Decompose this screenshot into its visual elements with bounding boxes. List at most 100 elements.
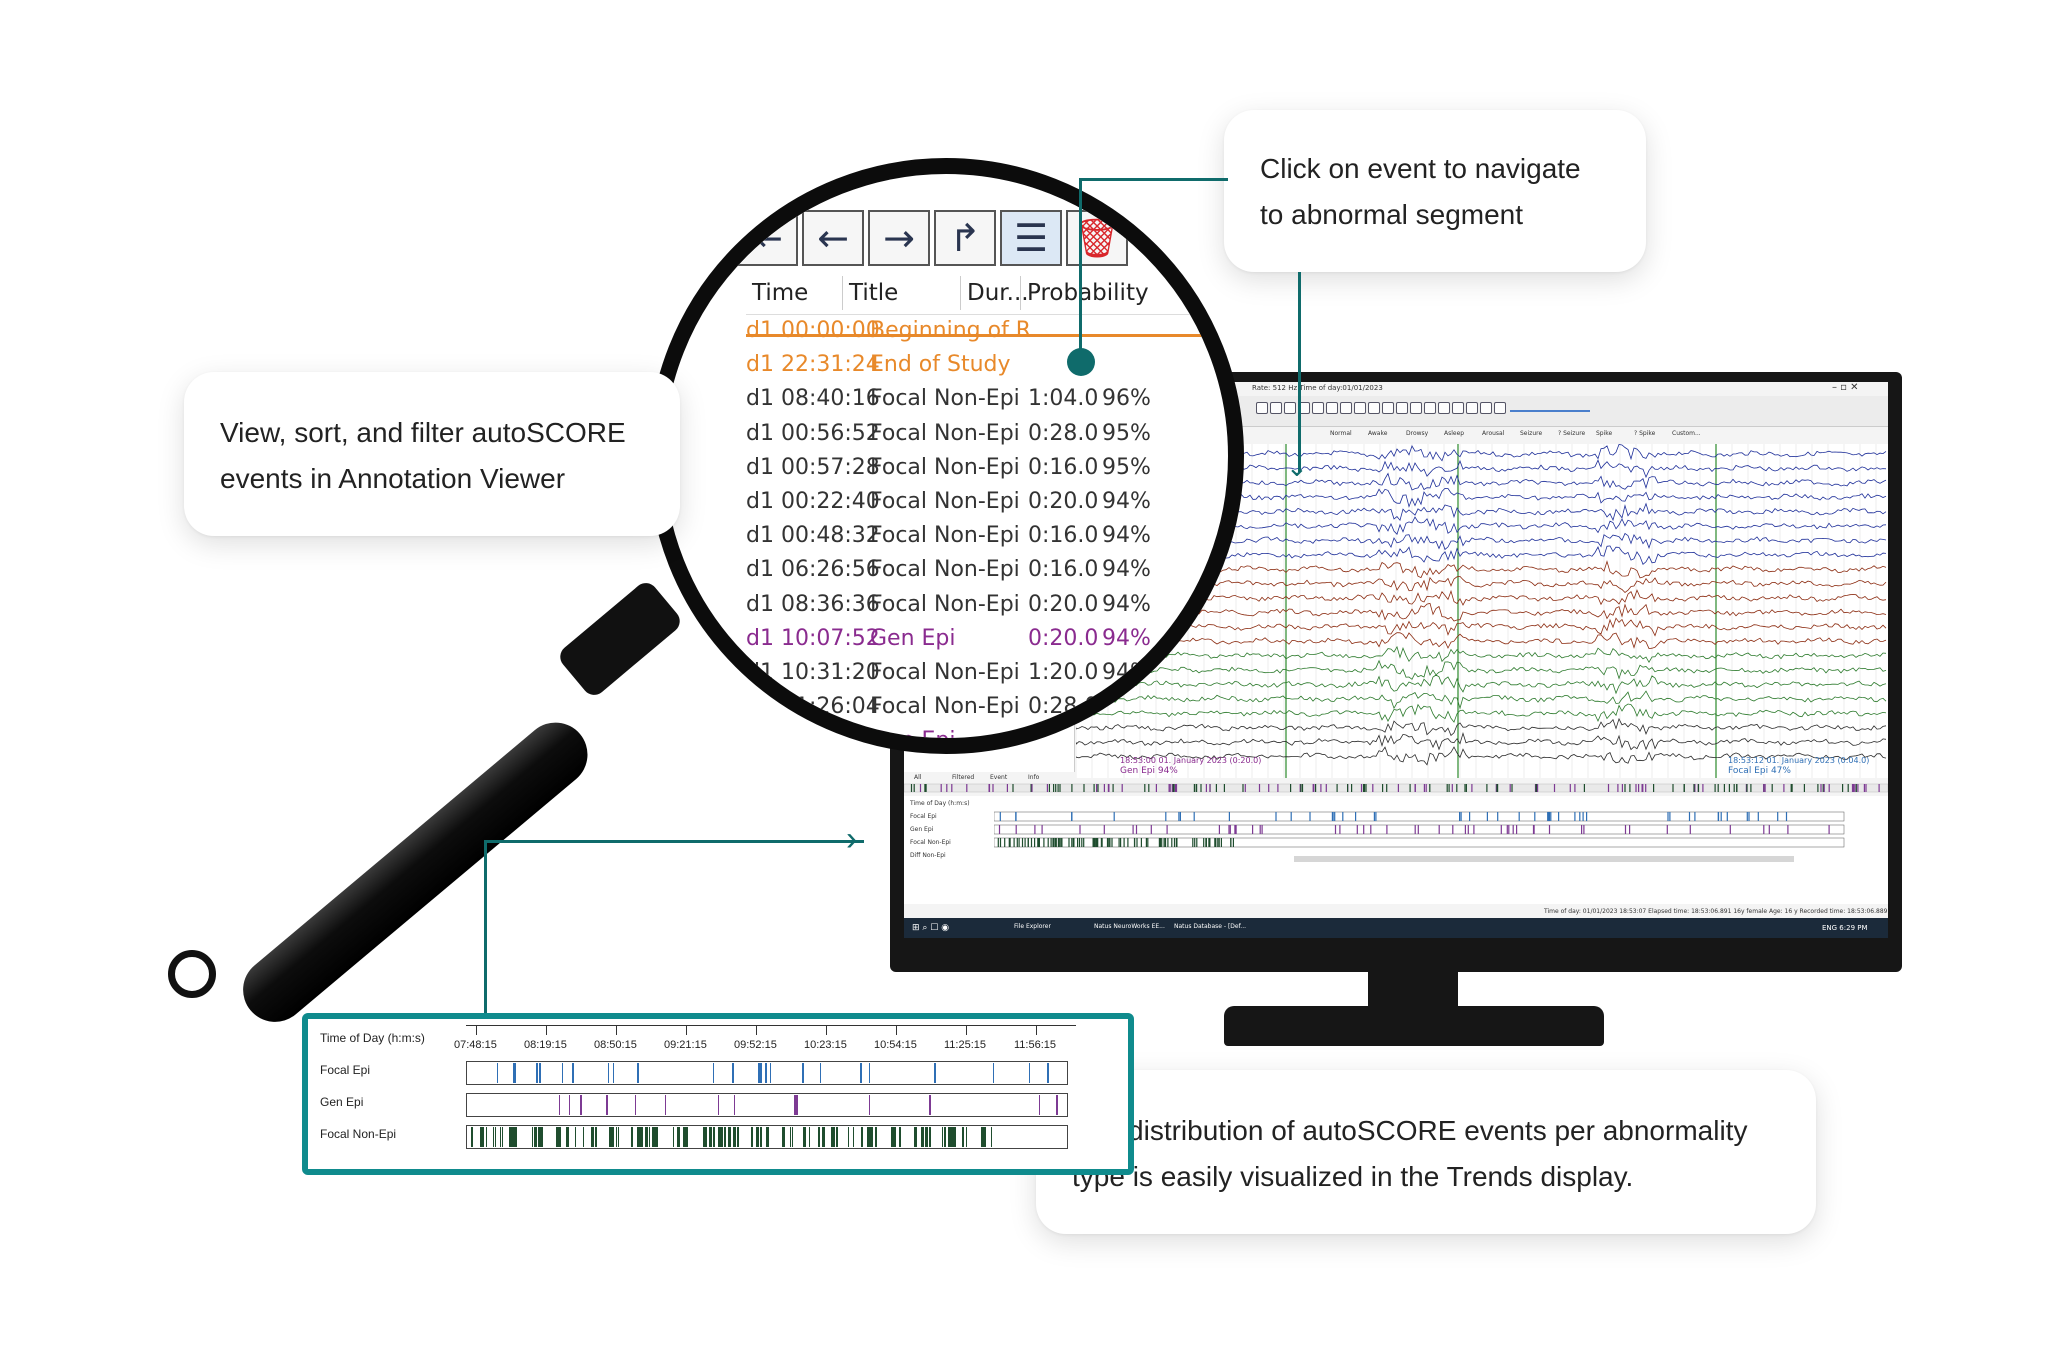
table-row[interactable]: d1 11:...Gen Epi0:20.09...: [684, 724, 1228, 738]
trend-event-mark: [617, 1127, 619, 1147]
toolbar-small-icon[interactable]: [1438, 402, 1450, 414]
overview-event-mark: [1733, 784, 1735, 792]
overview-scrollbar[interactable]: [904, 782, 1888, 794]
list-tab[interactable]: Info: [1028, 774, 1040, 781]
stage-button[interactable]: ? Seizure: [1558, 430, 1586, 437]
mini-trend-mark: [1016, 838, 1018, 847]
trend-track[interactable]: [466, 1125, 1068, 1149]
stage-button[interactable]: Drowsy: [1406, 430, 1429, 437]
trend-tick-mark: [616, 1025, 617, 1035]
list-tab[interactable]: Filtered: [952, 774, 975, 781]
row-probability: 94%: [1102, 694, 1151, 720]
window-title: Rate: 512 Hz Time of day:01/01/2023: [1252, 384, 1383, 392]
trend-event-mark: [920, 1127, 924, 1147]
column-header-0[interactable]: Time: [752, 280, 809, 306]
window-controls-icon[interactable]: – ▫ ✕: [1832, 382, 1859, 393]
trend-track[interactable]: [466, 1093, 1068, 1117]
trend-event-mark: [868, 1095, 871, 1115]
mini-trend-mark: [1101, 838, 1103, 847]
stage-button[interactable]: Asleep: [1444, 430, 1465, 437]
trend-event-mark: [836, 1127, 838, 1147]
forward-arrow-icon[interactable]: →: [868, 210, 930, 266]
trend-event-mark: [760, 1127, 762, 1147]
toolbar-small-icon[interactable]: [1382, 402, 1394, 414]
taskbar-item[interactable]: Natus NeuroWorks EE...: [1094, 923, 1165, 930]
overview-event-mark: [1446, 784, 1448, 792]
overview-event-mark: [1112, 784, 1114, 792]
toolbar-small-icon[interactable]: [1354, 402, 1366, 414]
toolbar-small-icon[interactable]: [1326, 402, 1338, 414]
trend-track-label: Focal Non-Epi: [320, 1127, 397, 1141]
toolbar-small-icon[interactable]: [1452, 402, 1464, 414]
overview-event-mark: [1103, 784, 1105, 792]
stage-button[interactable]: Spike: [1596, 430, 1613, 437]
stage-button[interactable]: Normal: [1330, 430, 1352, 437]
list-tab[interactable]: All: [914, 774, 922, 781]
redo-arrow-icon[interactable]: ↱: [934, 210, 996, 266]
start-icon[interactable]: ⊞ ⌕ ☐ ◉: [912, 923, 950, 933]
trends-time-label: Time of Day (h:m:s): [320, 1031, 425, 1045]
overview-event-mark: [1012, 784, 1014, 792]
trash-icon[interactable]: 🗑: [1066, 210, 1128, 266]
stage-button[interactable]: Awake: [1368, 430, 1388, 437]
trend-event-mark: [509, 1127, 512, 1147]
first-icon[interactable]: ⇤: [736, 210, 798, 266]
mini-trend-mark: [1078, 838, 1081, 847]
taskbar-item[interactable]: Natus Database - [Def...: [1174, 923, 1247, 930]
trend-track[interactable]: [466, 1061, 1068, 1085]
mini-trends-tracks[interactable]: [994, 796, 1874, 896]
column-header-1[interactable]: Title: [842, 276, 898, 310]
trend-event-mark: [1028, 1063, 1031, 1083]
column-header-2[interactable]: Dur...: [960, 276, 1029, 310]
toolbar-small-icon[interactable]: [1410, 402, 1422, 414]
eeg-channel-trace: [1076, 732, 1887, 751]
toolbar-small-icon[interactable]: [1256, 402, 1268, 414]
toolbar-small-icon[interactable]: [1340, 402, 1352, 414]
toolbar-small-icon[interactable]: [1424, 402, 1436, 414]
trend-event-mark: [644, 1127, 648, 1147]
list-tab[interactable]: Event: [990, 774, 1008, 781]
taskbar-item[interactable]: File Explorer: [1014, 923, 1051, 930]
toolbar-small-icon[interactable]: [1466, 402, 1478, 414]
filter-icon[interactable]: ☰: [1000, 210, 1062, 266]
toolbar-small-icon[interactable]: [1312, 402, 1324, 414]
stage-button[interactable]: Seizure: [1520, 430, 1543, 437]
toolbar-small-icon[interactable]: [1480, 402, 1492, 414]
back-arrow-icon[interactable]: ←: [802, 210, 864, 266]
stage-button[interactable]: ? Spike: [1634, 430, 1656, 437]
overview-event-mark: [1672, 784, 1674, 792]
toolbar-small-icon[interactable]: [1494, 402, 1506, 414]
overview-event-mark: [1702, 784, 1704, 792]
mini-trend-mark: [1234, 825, 1236, 834]
row-duration: 0:20.0: [1028, 625, 1099, 651]
column-header-3[interactable]: Probability: [1020, 276, 1149, 310]
overview-event-mark: [1031, 784, 1033, 792]
eeg-channel-trace: [1076, 589, 1887, 606]
stage-button[interactable]: Custom...: [1672, 430, 1701, 437]
toolbar-small-icon[interactable]: [1284, 402, 1296, 414]
event-label-right[interactable]: Focal Epi 47%: [1728, 766, 1791, 776]
list-scrollbar[interactable]: [1212, 712, 1224, 738]
overview-event-mark: [1728, 784, 1730, 792]
toolbar-small-icon[interactable]: [1368, 402, 1380, 414]
trend-tick-label: 09:21:15: [664, 1039, 707, 1051]
stage-button[interactable]: Arousal: [1482, 430, 1505, 437]
toolbar-small-icon[interactable]: [1396, 402, 1408, 414]
overview-event-mark: [1817, 784, 1819, 792]
event-label-left[interactable]: Gen Epi 94%: [1120, 766, 1178, 776]
gain-slider[interactable]: [1510, 410, 1590, 412]
toolbar-small-icon[interactable]: [1270, 402, 1282, 414]
